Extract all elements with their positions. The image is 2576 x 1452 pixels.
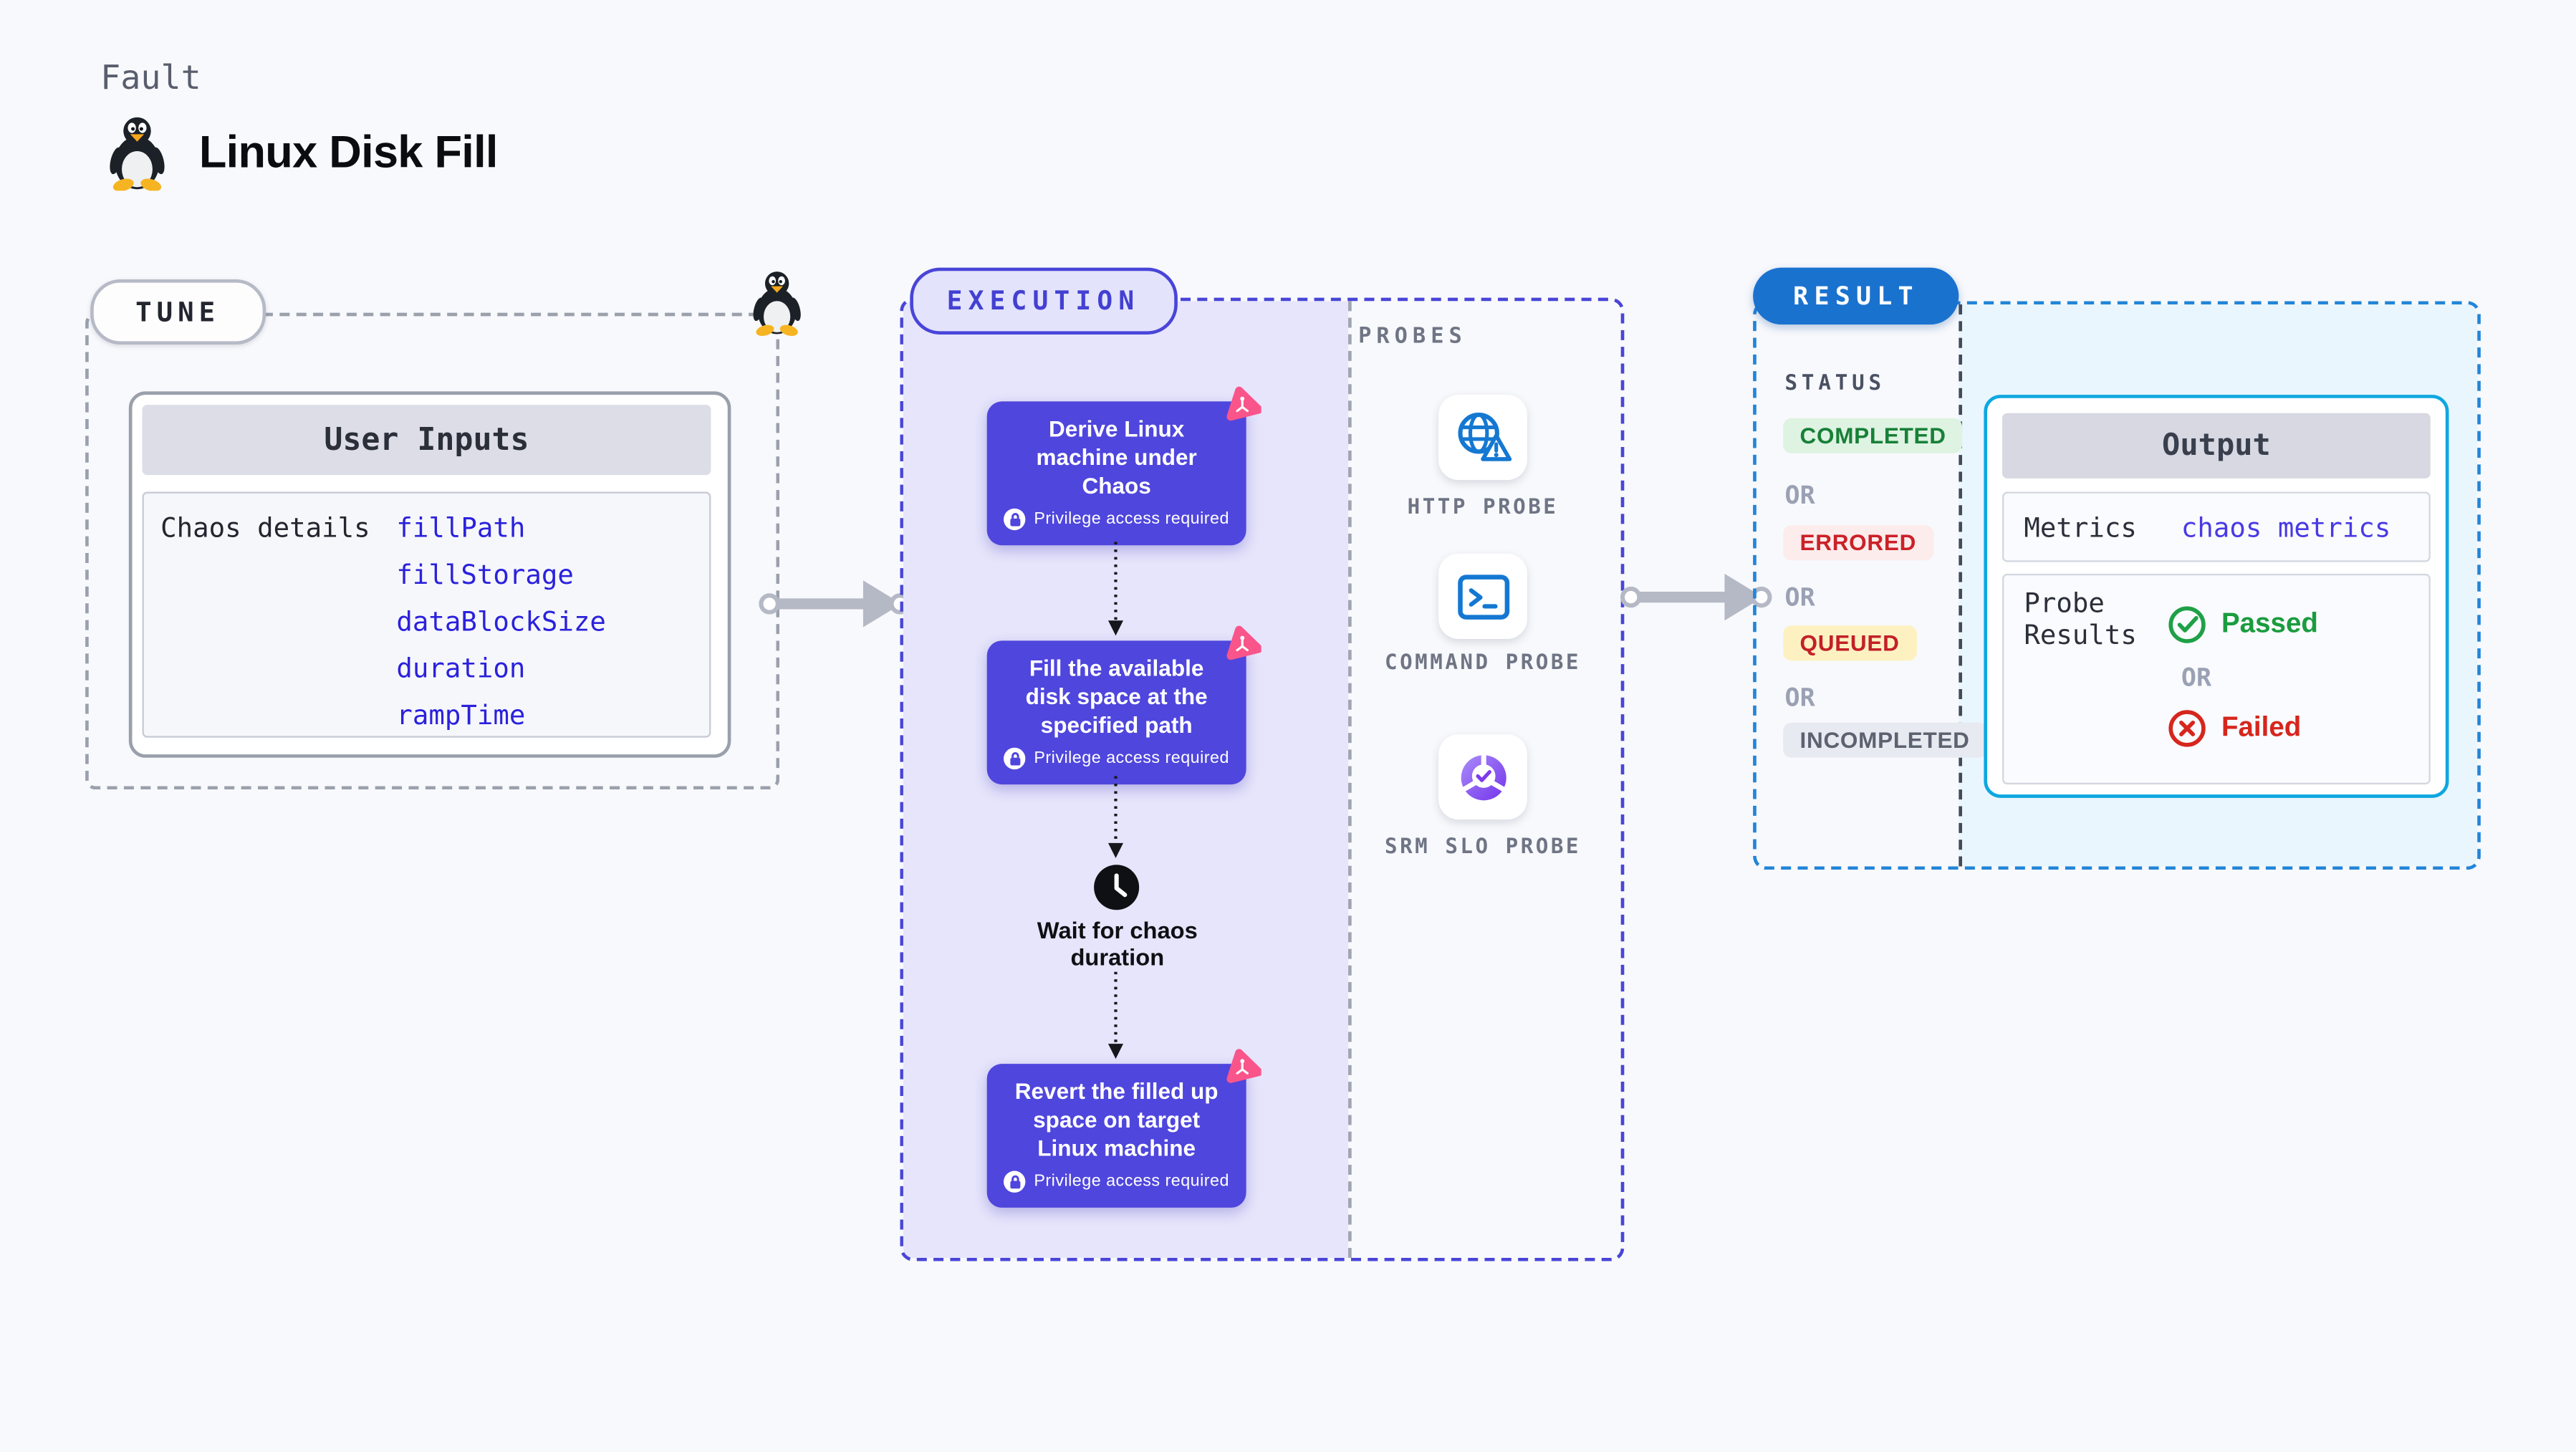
srm-slo-probe-card[interactable] bbox=[1438, 734, 1527, 820]
or-label: OR bbox=[2181, 662, 2212, 693]
execution-badge: EXECUTION bbox=[910, 267, 1177, 335]
lock-icon bbox=[1004, 747, 1026, 770]
status-badge-completed: COMPLETED bbox=[1783, 418, 1964, 453]
step-node-revert[interactable]: Revert the filled up space on target Lin… bbox=[986, 1064, 1246, 1208]
srm-slo-probe-label: SRM SLO PROBE bbox=[1385, 832, 1582, 858]
or-label: OR bbox=[1784, 682, 1815, 713]
fault-kicker: Fault bbox=[100, 57, 201, 97]
input-fillstorage[interactable]: fillStorage bbox=[396, 558, 574, 591]
step-label: Fill the available disk space at the spe… bbox=[1025, 655, 1208, 738]
step-label: Revert the filled up space on target Lin… bbox=[1014, 1079, 1219, 1161]
clock-icon bbox=[1094, 865, 1140, 910]
or-label: OR bbox=[1784, 480, 1815, 511]
step-label: Derive Linux machine under Chaos bbox=[1036, 416, 1197, 499]
globe-warning-icon bbox=[1457, 411, 1512, 461]
probe-results-label: Probe Results bbox=[2024, 587, 2137, 650]
probe-results-row: Probe Results Passed OR Failed bbox=[2002, 573, 2431, 785]
chaos-details-label: Chaos details bbox=[160, 511, 370, 544]
lock-icon bbox=[1004, 1170, 1026, 1193]
privilege-note: Privilege access required bbox=[1034, 1172, 1229, 1191]
failed-label: Failed bbox=[2221, 712, 2302, 743]
terminal-icon bbox=[1457, 574, 1509, 619]
flow-connector-1 bbox=[1107, 542, 1123, 636]
wait-step-label: Wait for chaos duration bbox=[1037, 916, 1198, 970]
user-inputs-body bbox=[142, 491, 711, 738]
x-circle-icon bbox=[2168, 710, 2206, 747]
input-ramptime[interactable]: rampTime bbox=[396, 699, 526, 731]
metrics-label: Metrics bbox=[2024, 511, 2137, 544]
input-datablocksize[interactable]: dataBlockSize bbox=[396, 605, 606, 638]
tune-section-box bbox=[85, 312, 780, 790]
output-title: Output bbox=[2002, 413, 2431, 479]
step-node-derive[interactable]: Derive Linux machine under Chaos Privile… bbox=[986, 401, 1246, 546]
output-card: Output Metrics chaos metrics Probe Resul… bbox=[1984, 395, 2449, 798]
command-probe-card[interactable] bbox=[1438, 553, 1527, 639]
probes-title: PROBES bbox=[1358, 324, 1467, 350]
status-badge-errored: ERRORED bbox=[1783, 525, 1933, 561]
chaos-pink-icon bbox=[1223, 622, 1261, 661]
privilege-note: Privilege access required bbox=[1034, 749, 1229, 768]
execution-probes-divider bbox=[1348, 301, 1352, 1258]
http-probe-card[interactable] bbox=[1438, 395, 1527, 481]
user-inputs-title: User Inputs bbox=[142, 405, 711, 476]
page-title: Linux Disk Fill bbox=[198, 127, 499, 178]
flow-connector-3 bbox=[1107, 971, 1123, 1059]
result-badge: RESULT bbox=[1753, 267, 1959, 325]
http-probe-label: HTTP PROBE bbox=[1407, 493, 1559, 519]
metrics-row: Metrics chaos metrics bbox=[2002, 491, 2431, 562]
slo-donut-check-icon bbox=[1460, 753, 1506, 800]
tune-badge: TUNE bbox=[90, 279, 266, 345]
status-title: STATUS bbox=[1784, 370, 1885, 395]
command-probe-label: COMMAND PROBE bbox=[1385, 649, 1582, 675]
chaos-pink-icon bbox=[1223, 1045, 1261, 1084]
input-fillpath[interactable]: fillPath bbox=[396, 511, 526, 544]
chaos-pink-icon bbox=[1223, 383, 1261, 422]
flow-connector-2 bbox=[1107, 776, 1123, 858]
or-label: OR bbox=[1784, 582, 1815, 612]
status-badge-queued: QUEUED bbox=[1783, 625, 1916, 661]
privilege-note: Privilege access required bbox=[1034, 510, 1229, 529]
passed-label: Passed bbox=[2221, 608, 2318, 639]
tux-penguin-icon bbox=[107, 117, 167, 191]
lock-icon bbox=[1004, 508, 1026, 531]
step-node-fill[interactable]: Fill the available disk space at the spe… bbox=[986, 640, 1246, 785]
check-circle-icon bbox=[2168, 606, 2206, 643]
input-duration[interactable]: duration bbox=[396, 652, 526, 685]
tune-to-execution-arrow bbox=[749, 574, 917, 634]
result-divider bbox=[1959, 304, 1963, 867]
status-badge-incompleted: INCOMPLETED bbox=[1783, 722, 1987, 758]
tux-penguin-icon-small bbox=[751, 271, 803, 337]
metrics-value-link[interactable]: chaos metrics bbox=[2181, 511, 2391, 544]
